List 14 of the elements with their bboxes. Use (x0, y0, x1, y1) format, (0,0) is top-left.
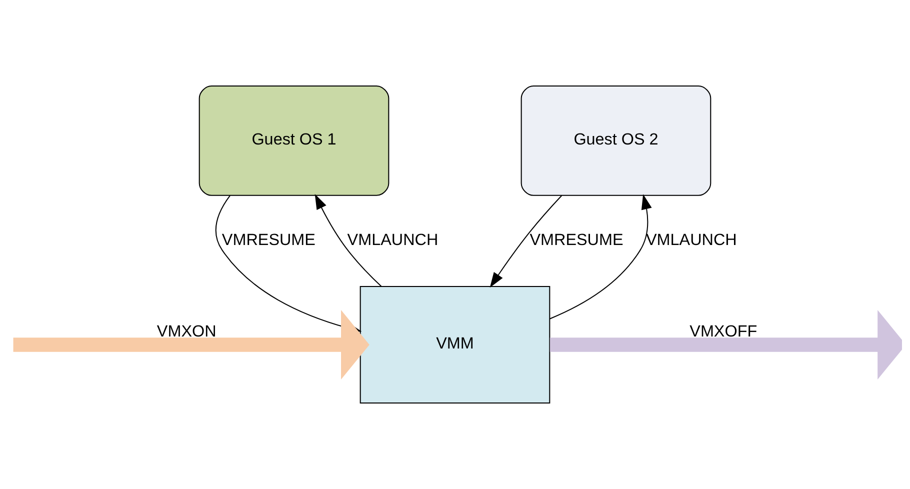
arrow (550, 194, 652, 320)
node-box: Guest OS 2 (520, 86, 712, 196)
edge-label: VMXON (156, 322, 216, 340)
edge-label: VMLAUNCH (646, 230, 737, 249)
edge-label: VMRESUME (222, 230, 316, 249)
arrow (550, 310, 902, 380)
arrow (314, 194, 382, 287)
node-box: Guest OS 1 (198, 86, 390, 196)
arrow (490, 195, 562, 288)
edge-label: VMLAUNCH (347, 230, 438, 249)
arrow (13, 310, 370, 380)
edge-label: VMXOFF (690, 322, 758, 340)
edge-label: VMRESUME (530, 230, 624, 249)
node-box: VMM (360, 286, 550, 404)
